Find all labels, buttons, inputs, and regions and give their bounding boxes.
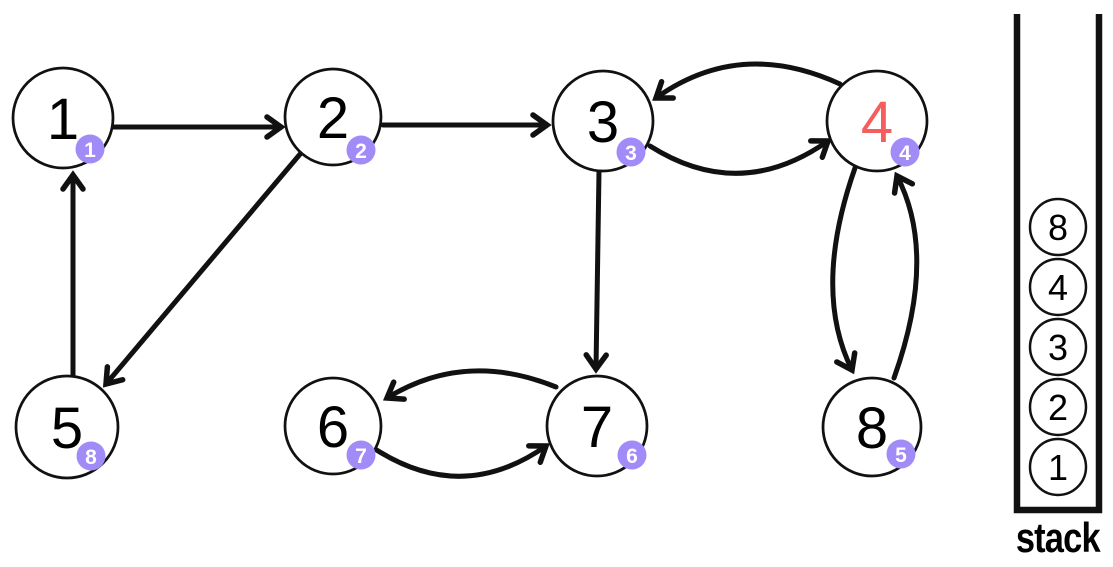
stack-item-value: 8 — [1048, 207, 1068, 248]
edge-4-3 — [652, 61, 843, 101]
node-5-visit-order: 8 — [85, 446, 97, 469]
node-2: 2 2 — [283, 67, 383, 167]
stack-item-circle — [1028, 437, 1088, 497]
node-7: 7 6 — [545, 374, 649, 478]
node-4-visit-order: 4 — [899, 142, 911, 165]
node-8-label: 8 — [856, 396, 888, 461]
stack-item-circle — [1028, 197, 1088, 257]
node-5: 5 8 — [14, 374, 120, 480]
stack-item-value: 4 — [1048, 267, 1068, 308]
edge-3-4 — [647, 138, 832, 176]
node-5-visit-badge — [76, 441, 106, 471]
node-6: 6 7 — [283, 376, 383, 476]
stack-panel: 8 4 3 2 1 stack — [1013, 14, 1103, 562]
stack-item-circle — [1028, 317, 1088, 377]
stack-item-circle — [1028, 257, 1088, 317]
edge-group — [60, 61, 920, 479]
node-4-visit-badge — [890, 137, 920, 167]
node-6-label: 6 — [317, 395, 349, 460]
node-1-label: 1 — [47, 87, 79, 152]
node-2-label: 2 — [317, 86, 349, 151]
stack-container — [1013, 14, 1103, 514]
stack-item-value: 3 — [1048, 327, 1068, 368]
edge-3-7 — [583, 168, 609, 374]
stack-item-value: 2 — [1048, 387, 1068, 428]
node-3: 3 3 — [551, 69, 655, 173]
edge-7-6 — [382, 368, 559, 402]
node-2-visit-badge — [346, 135, 376, 165]
stack-item-circle — [1028, 377, 1088, 437]
node-1-visit-badge — [75, 134, 105, 164]
node-7-visit-order: 6 — [626, 445, 638, 468]
node-8-visit-order: 5 — [895, 444, 907, 467]
node-1-visit-order: 1 — [84, 139, 96, 162]
node-7-visit-badge — [617, 440, 647, 470]
node-6-visit-order: 7 — [355, 445, 367, 468]
node-3-label: 3 — [587, 90, 619, 155]
edge-6-7 — [372, 443, 550, 479]
edge-2-5 — [102, 150, 304, 388]
node-3-visit-order: 3 — [625, 142, 637, 165]
edge-4-8 — [830, 165, 858, 375]
stack-title: stack — [1016, 515, 1101, 562]
node-3-visit-badge — [616, 137, 646, 167]
edge-8-4 — [891, 171, 920, 381]
node-6-visit-badge — [346, 440, 376, 470]
node-1: 1 1 — [11, 66, 115, 170]
node-2-visit-order: 2 — [355, 140, 367, 163]
node-8: 8 5 — [821, 376, 923, 478]
node-8-visit-badge — [886, 439, 916, 469]
node-4-highlighted: 4 4 — [825, 69, 929, 173]
stack-item-value: 1 — [1048, 447, 1068, 488]
node-7-label: 7 — [581, 395, 613, 460]
node-4-label: 4 — [861, 90, 893, 155]
